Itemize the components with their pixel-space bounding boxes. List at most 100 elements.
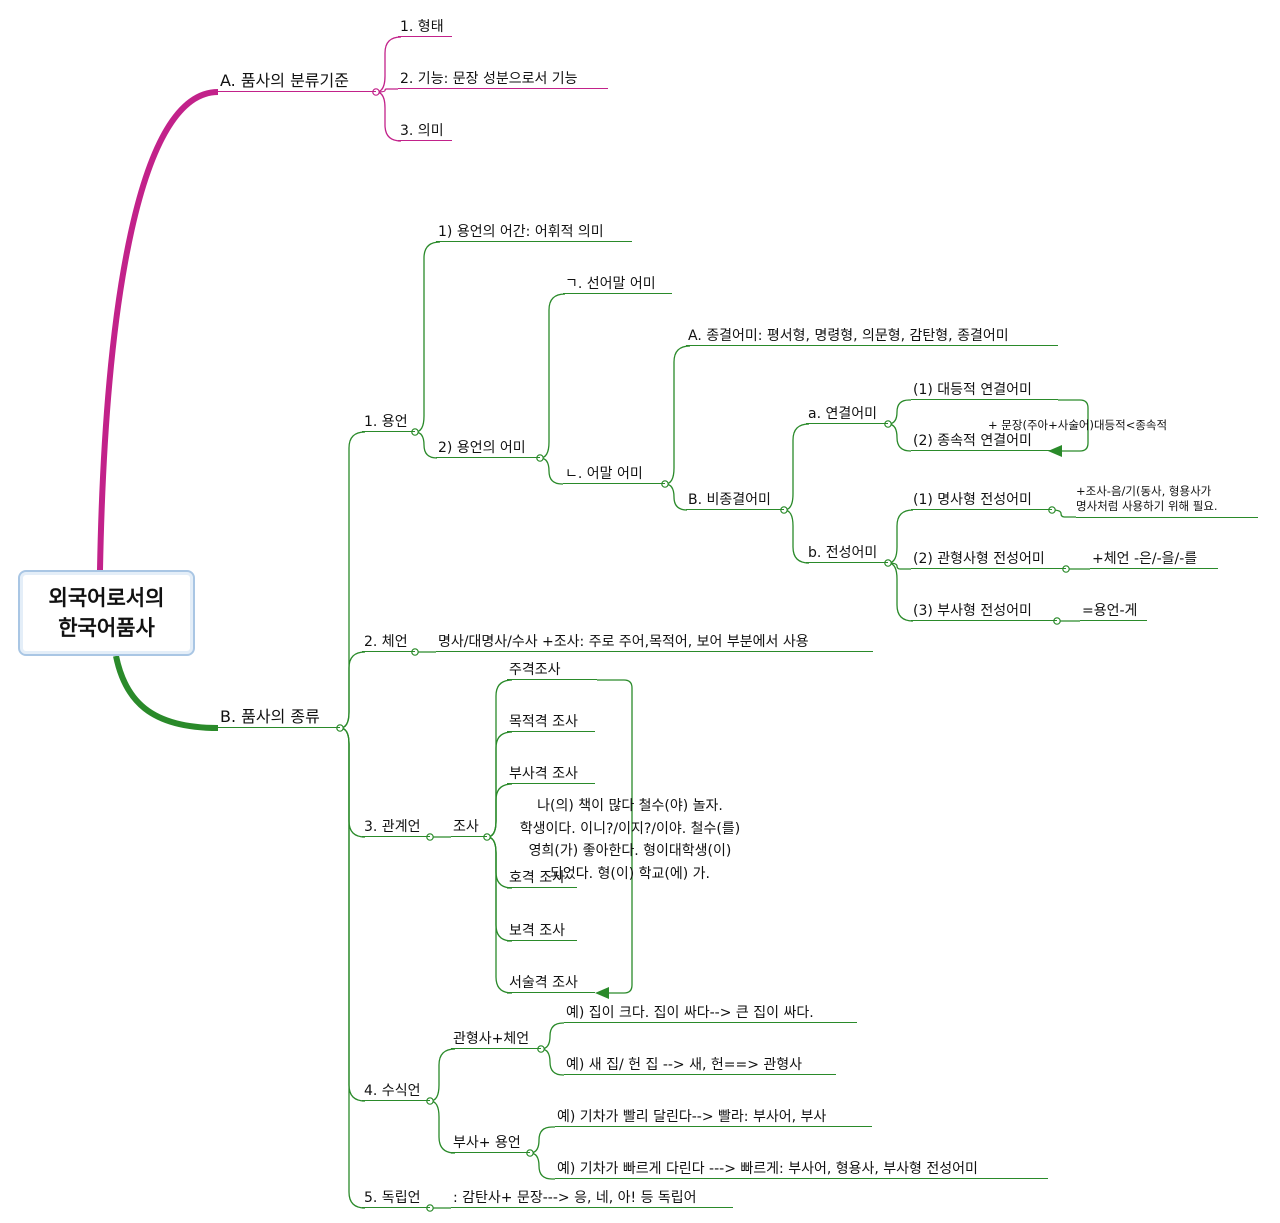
topic-gwanhyeong-example-1[interactable]: 예) 집이 크다. 집이 싸다--> 큰 집이 싸다. [564,1003,857,1023]
collapse-toggle[interactable] [1048,506,1056,514]
connector [664,483,688,511]
relationship-line [1058,399,1089,452]
topic-vocative[interactable]: 호격 조사 [507,868,577,888]
nominal-note-line-2: 명사처럼 사용하기 위해 필요. [1076,499,1218,513]
collapse-toggle[interactable] [661,480,669,488]
connector [887,562,911,570]
connector [414,431,438,459]
connector [887,423,911,452]
arrowhead-icon [595,987,609,999]
collapse-toggle[interactable] [1062,565,1070,573]
topic-ending[interactable]: 2) 용언의 어미 [436,438,540,458]
topic-connective-ending[interactable]: a. 연결어미 [806,404,888,424]
topic-busa-example-1[interactable]: 예) 기차가 빨리 달린다--> 빨라: 부사어, 부사 [555,1107,872,1127]
topic-final-ending[interactable]: ㄴ. 어말 어미 [563,464,665,484]
topic-objective[interactable]: 목적격 조사 [507,712,595,732]
topic-susigeon[interactable]: 4. 수식언 [362,1081,430,1101]
connector [1051,509,1076,518]
collapse-toggle[interactable] [526,1149,534,1157]
topic-meaning[interactable]: 3. 의미 [398,121,452,141]
collapse-toggle[interactable] [536,454,544,462]
collapse-toggle[interactable] [426,1204,434,1212]
collapse-toggle[interactable] [426,833,434,841]
topic-busa[interactable]: 부사+ 용언 [451,1133,530,1153]
topic-dongnibeon[interactable]: 5. 독립언 [362,1188,430,1208]
collapse-toggle[interactable] [411,428,419,436]
topic-adverbial-note[interactable]: =용언-게 [1080,601,1147,621]
main-branch-a [97,89,219,571]
relationship-note: 나(의) 책이 많다 철수(야) 놀자. 학생이다. 이니?/이지?/이야. 철… [498,795,762,885]
topic-cheeon[interactable]: 2. 체언 [362,632,415,652]
topic-subordinate-connective[interactable]: (2) 종속적 연결어미 [911,431,1060,451]
collapse-toggle[interactable] [336,724,344,732]
relationship-label: + 문장(주아+사술어)대등적<종속적 [988,418,1168,432]
topic-gwanhyeongsa[interactable]: 관형사+체언 [451,1029,541,1049]
note-line: 학생이다. 이니?/이지?/이야. 철수(를) [519,820,741,837]
topic-adverbial-transform[interactable]: (3) 부사형 전성어미 [911,601,1057,621]
topic-form[interactable]: 1. 형태 [398,17,452,37]
collapse-toggle[interactable] [411,648,419,656]
connector [540,1048,564,1076]
topic-parts-of-speech-types[interactable]: B. 품사의 종류 [218,706,340,728]
relationship-line [597,679,633,994]
topic-classification-criteria[interactable]: A. 품사의 분류기준 [218,70,376,92]
topic-adverbial-case[interactable]: 부사격 조사 [507,764,595,784]
topic-busa-example-2[interactable]: 예) 기차가 빠르게 다린다 ---> 빠르게: 부사어, 형용사, 부사형 전… [555,1159,1048,1179]
connector [539,293,566,459]
topic-gwangyeeon[interactable]: 3. 관계언 [362,817,430,837]
connector [375,91,402,142]
nominal-note-line-1: +조사-음/기(동사, 형용사가 [1076,484,1212,498]
topic-transform-ending[interactable]: b. 전성어미 [806,543,888,563]
collapse-toggle[interactable] [537,1045,545,1053]
connector [339,727,366,1209]
connector [783,509,810,564]
arrowhead-icon [1048,445,1062,457]
connector [887,509,914,564]
collapse-toggle[interactable] [372,88,380,96]
topic-josa[interactable]: 조사 [451,817,487,837]
topic-nominative[interactable]: 주격조사 [507,660,597,680]
connector [375,88,398,93]
collapse-toggle[interactable] [483,833,491,841]
note-line: 영희(가) 좋아한다. 형이대학생(이) [528,843,732,859]
connector [429,1048,456,1102]
connector [529,1126,555,1154]
topic-adnominal-transform[interactable]: (2) 관형사형 전성어미 [911,549,1066,569]
topic-adnominal-note[interactable]: +체언 -은/-을/-를 [1090,549,1218,569]
topic-cheeon-desc[interactable]: 명사/대명사/수사 +조사: 주로 주어,목적어, 보어 부분에서 사용 [436,632,873,652]
collapse-toggle[interactable] [884,559,892,567]
connector [414,241,441,433]
collapse-toggle[interactable] [884,420,892,428]
connector [429,1100,456,1154]
connector [887,562,914,622]
note-line: 되었다. 형(이) 학교(에) 가. [549,865,711,882]
topic-coordinate-connective[interactable]: (1) 대등적 연결어미 [911,380,1058,400]
connector [339,727,366,1102]
connector [339,651,366,729]
topic-stem[interactable]: 1) 용언의 어간: 어휘적 의미 [436,222,632,242]
collapse-toggle[interactable] [780,506,788,514]
topic-gwanhyeong-example-2[interactable]: 예) 새 집/ 헌 집 --> 새, 헌==> 관형사 [564,1055,836,1075]
connector [486,836,513,994]
central-topic[interactable]: 외국어로서의 한국어품사 [18,570,195,656]
connector [375,36,402,93]
connector [539,457,563,485]
main-branch-b [113,655,219,731]
topic-pre-final-ending[interactable]: ㄱ. 선어말 어미 [563,274,672,294]
collapse-toggle[interactable] [426,1097,434,1105]
topic-predicative[interactable]: 서술격 조사 [507,973,595,993]
topic-yongeon[interactable]: 1. 용언 [362,412,415,432]
collapse-toggle[interactable] [1053,617,1061,625]
topic-function[interactable]: 2. 기능: 문장 성분으로서 기능 [398,69,608,89]
connector [540,1022,564,1050]
connector [664,345,691,485]
topic-terminal-ending[interactable]: A. 종결어미: 평서형, 명령형, 의문형, 감탄형, 종결어미 [686,326,1058,346]
topic-nominal-transform[interactable]: (1) 명사형 전성어미 [911,490,1052,510]
topic-complement-case[interactable]: 보격 조사 [507,921,577,941]
topic-non-terminal-ending[interactable]: B. 비종결어미 [686,490,784,510]
connector [486,783,513,838]
topic-dongnibeon-desc[interactable]: : 감탄사+ 문장---> 응, 네, 아! 등 독립어 [451,1188,733,1208]
